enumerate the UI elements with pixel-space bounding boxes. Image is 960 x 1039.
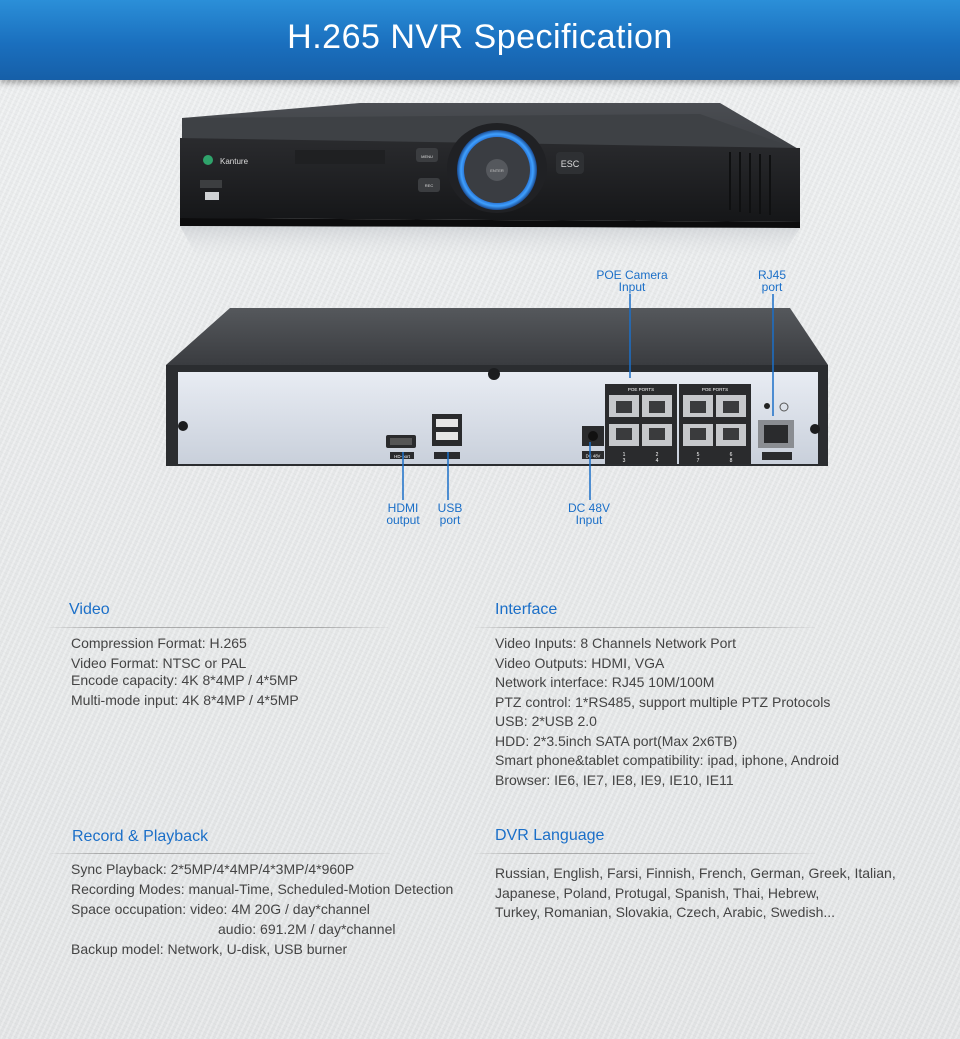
- spec-line: Recording Modes: manual-Time, Scheduled-…: [71, 881, 454, 897]
- port-number: 3: [623, 458, 626, 464]
- section-title-video: Video: [69, 601, 110, 618]
- port-number: 8: [730, 458, 733, 464]
- divider: [50, 853, 390, 854]
- esc-button-label: ESC: [561, 159, 580, 169]
- callout-dc-line2: Input: [575, 513, 603, 527]
- callout-usb-port: USB port: [430, 502, 470, 526]
- callout-poe-line2: Input: [618, 280, 646, 294]
- dc-label: DC 48V: [586, 454, 601, 459]
- brand-name: Kanture: [220, 157, 249, 166]
- callout-dc-line1: DC 48V: [567, 501, 611, 515]
- callout-rj45-line2: port: [761, 280, 783, 294]
- spec-line: Video Format: NTSC or PAL: [71, 654, 247, 671]
- spec-line: Encode capacity: 4K 8*4MP / 4*5MP: [71, 672, 298, 688]
- spec-line: Network interface: RJ45 10M/100M: [495, 674, 715, 690]
- section-title-dvr-language: DVR Language: [495, 827, 605, 844]
- spec-line: Space occupation: video: 4M 20G / day*ch…: [71, 901, 370, 917]
- spec-line: Japanese, Poland, Protugal, Spanish, Tha…: [495, 884, 820, 901]
- record-spec-list: Sync Playback: 2*5MP/4*4MP/4*3MP/4*960P …: [71, 859, 453, 959]
- spec-line: Compression Format: H.265: [71, 635, 247, 651]
- usb-rear-ports: [432, 414, 462, 446]
- callout-dc-input: DC 48V Input: [562, 502, 616, 526]
- nvr-illustration: Kanture MENU REC ENTER ESC HD-port: [166, 103, 828, 500]
- header-banner: H.265 NVR Specification: [0, 0, 960, 80]
- spec-line: Video Inputs: 8 Channels Network Port: [495, 635, 736, 651]
- video-spec-list: Compression Format: H.265 Video Format: …: [71, 634, 299, 710]
- callout-poe-line1: POE Camera: [596, 268, 668, 282]
- port-number: 2: [656, 452, 659, 458]
- spec-line: Backup model: Network, U-disk, USB burne…: [71, 941, 348, 957]
- usb-front-port: [205, 192, 219, 200]
- divider: [475, 627, 815, 628]
- callout-hdmi-line2: output: [386, 513, 420, 527]
- callout-rj45-line1: RJ45: [757, 268, 786, 282]
- spec-line: Russian, English, Farsi, Finnish, French…: [495, 865, 896, 881]
- brand-logo-icon: [203, 155, 213, 165]
- spec-line: Sync Playback: 2*5MP/4*4MP/4*3MP/4*960P: [71, 861, 355, 877]
- network-icon: [762, 452, 792, 460]
- callout-rj45-port: RJ45 port: [748, 269, 796, 293]
- spec-line: HDD: 2*3.5inch SATA port(Max 2x6TB): [495, 732, 738, 749]
- nvr-rear-view: HD-port DC 48V POE PORTS POE PORTS 1 2 3: [166, 308, 828, 466]
- section-title-interface: Interface: [495, 601, 558, 618]
- poe-ports-left-label: POE PORTS: [628, 387, 654, 392]
- callout-usb-line2: port: [439, 513, 461, 527]
- spec-line: PTZ control: 1*RS485, support multiple P…: [495, 693, 831, 710]
- callout-hdmi-output: HDMI output: [380, 502, 426, 526]
- menu-button-label: MENU: [421, 154, 433, 159]
- callout-hdmi-line1: HDMI: [387, 501, 419, 515]
- callout-poe-camera-input: POE Camera Input: [593, 269, 671, 293]
- interface-spec-list: Video Inputs: 8 Channels Network Port Vi…: [495, 634, 839, 790]
- rec-button-label: REC: [425, 183, 434, 188]
- port-number: 7: [697, 458, 700, 464]
- port-number: 6: [730, 452, 733, 458]
- enter-button-label: ENTER: [490, 168, 504, 173]
- port-number: 1: [623, 452, 626, 458]
- section-title-record-playback: Record & Playback: [72, 828, 209, 845]
- language-spec-list: Russian, English, Farsi, Finnish, French…: [495, 864, 896, 923]
- poe-ports-right-label: POE PORTS: [702, 387, 728, 392]
- spec-line: Browser: IE6, IE7, IE8, IE9, IE10, IE11: [495, 771, 734, 788]
- divider: [475, 853, 815, 854]
- spec-line: Multi-mode input: 4K 8*4MP / 4*5MP: [71, 691, 299, 708]
- port-number: 5: [697, 452, 700, 458]
- callout-usb-line1: USB: [437, 501, 463, 515]
- spec-line: Smart phone&tablet compatibility: ipad, …: [495, 752, 839, 768]
- spec-line: audio: 691.2M / day*channel: [218, 921, 396, 937]
- spec-line: Video Outputs: HDMI, VGA: [495, 654, 665, 671]
- page-title: H.265 NVR Specification: [287, 18, 673, 56]
- nvr-front-view: Kanture MENU REC ENTER ESC: [180, 103, 800, 262]
- callout-lines: [402, 294, 774, 500]
- spec-line: USB: 2*USB 2.0: [495, 713, 597, 729]
- spec-line: Turkey, Romanian, Slovakia, Czech, Arabi…: [495, 904, 836, 920]
- divider: [48, 627, 388, 628]
- port-number: 4: [656, 458, 659, 464]
